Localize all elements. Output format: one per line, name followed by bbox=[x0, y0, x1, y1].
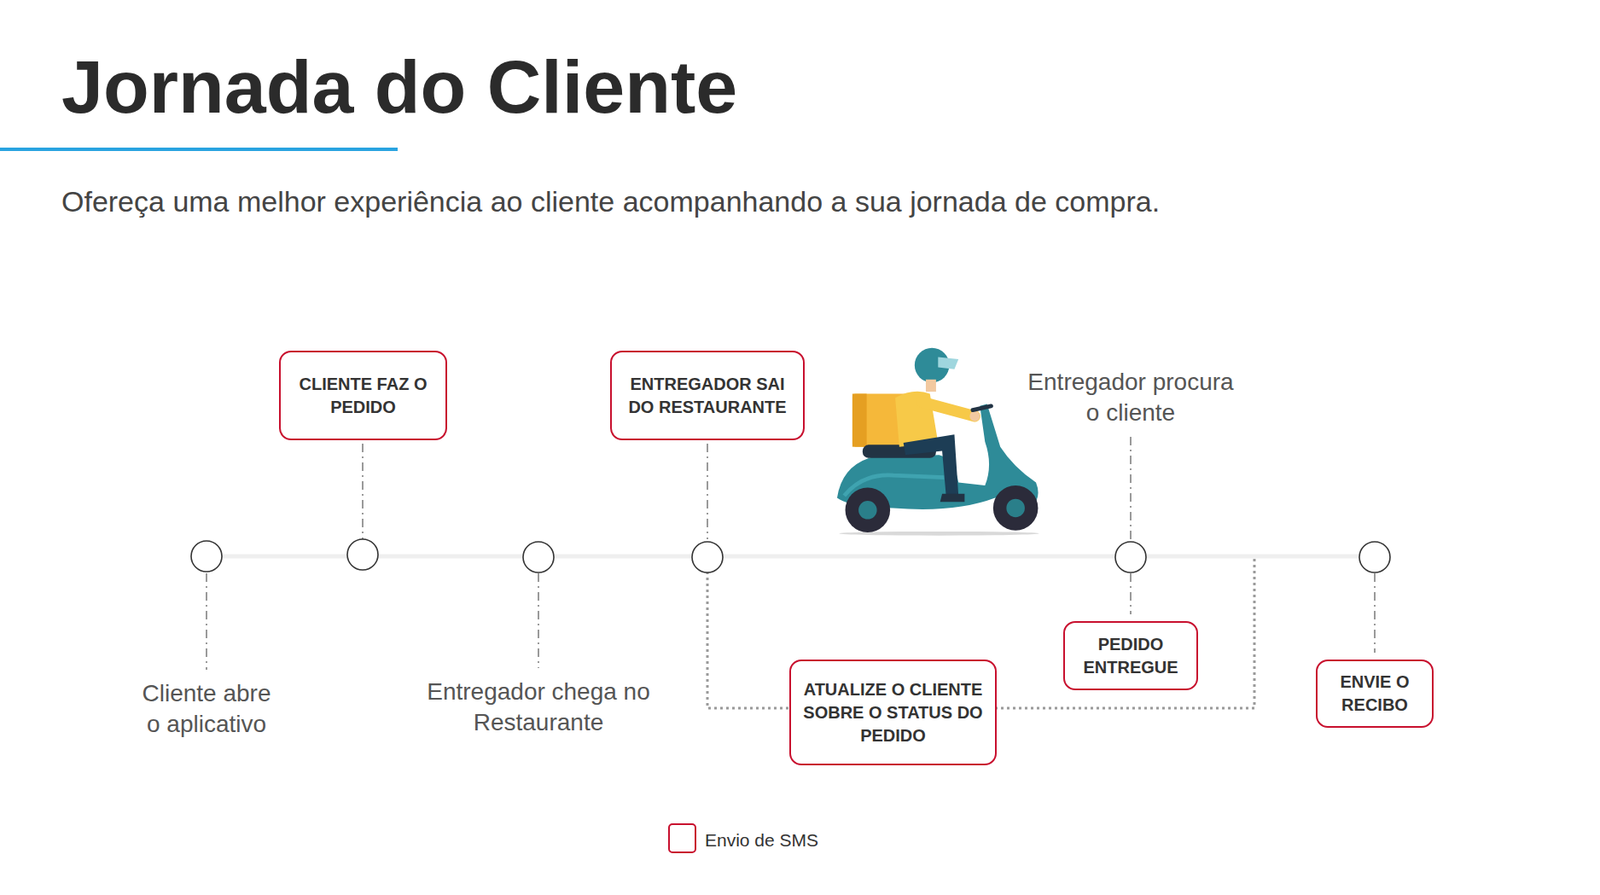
timeline-dot bbox=[1359, 541, 1391, 573]
leader-lines bbox=[206, 436, 1375, 670]
legend-swatch bbox=[669, 824, 696, 853]
legend-text: Envio de SMS bbox=[704, 828, 819, 853]
leader-line bbox=[537, 573, 540, 669]
step-caption: Entregador chega no Restaurante bbox=[422, 676, 655, 739]
timeline-line bbox=[206, 554, 1375, 559]
timeline-dot bbox=[692, 541, 723, 573]
step-label: ENVIE O RECIBO bbox=[1327, 670, 1422, 717]
slide-title: Jornada do Cliente bbox=[61, 49, 738, 125]
handlebar bbox=[972, 406, 992, 411]
rider-shoe bbox=[940, 494, 966, 503]
sms-step-box: ENTREGADOR SAI DO RESTAURANTE bbox=[610, 350, 805, 441]
delivery-box-side bbox=[852, 394, 867, 448]
helmet-visor bbox=[937, 356, 959, 369]
step-label: PEDIDO ENTREGUE bbox=[1075, 633, 1187, 680]
delivery-scooter-illustration bbox=[832, 344, 1047, 537]
rear-wheel bbox=[845, 487, 891, 533]
slide-subtitle: Ofereça uma melhor experiência ao client… bbox=[61, 184, 1160, 220]
rider-arm bbox=[921, 401, 975, 417]
leader-line bbox=[706, 443, 709, 540]
step-label: CLIENTE FAZ O PEDIDO bbox=[295, 372, 432, 419]
step-caption: Cliente abre o aplicativo bbox=[138, 678, 275, 740]
timeline-dots bbox=[191, 539, 1391, 573]
front-hub bbox=[1006, 499, 1025, 518]
leader-line bbox=[1373, 573, 1376, 653]
sms-step-box: PEDIDO ENTREGUE bbox=[1063, 621, 1199, 691]
step-label: ATUALIZE O CLIENTE SOBRE O STATUS DO PED… bbox=[801, 678, 985, 748]
step-caption: Entregador procura o cliente bbox=[1022, 366, 1240, 429]
sms-step-box: ENVIE O RECIBO bbox=[1315, 659, 1434, 728]
sms-step-box: CLIENTE FAZ O PEDIDO bbox=[279, 350, 448, 441]
leader-line bbox=[1129, 573, 1132, 615]
timeline-dot bbox=[1115, 541, 1147, 573]
front-wheel bbox=[993, 485, 1039, 531]
timeline-dot bbox=[347, 539, 379, 571]
leader-line bbox=[205, 573, 208, 670]
sms-step-box: ATUALIZE O CLIENTE SOBRE O STATUS DO PED… bbox=[789, 659, 997, 766]
leader-line bbox=[361, 443, 364, 540]
leader-line bbox=[1129, 436, 1132, 540]
timeline-dot bbox=[191, 541, 222, 572]
rider-neck bbox=[925, 379, 937, 392]
rear-hub bbox=[858, 500, 878, 520]
title-underline bbox=[0, 147, 398, 152]
rider-hand bbox=[969, 411, 980, 422]
step-label: ENTREGADOR SAI DO RESTAURANTE bbox=[622, 372, 793, 419]
rider-leg bbox=[903, 434, 960, 498]
timeline-dot bbox=[523, 541, 554, 573]
